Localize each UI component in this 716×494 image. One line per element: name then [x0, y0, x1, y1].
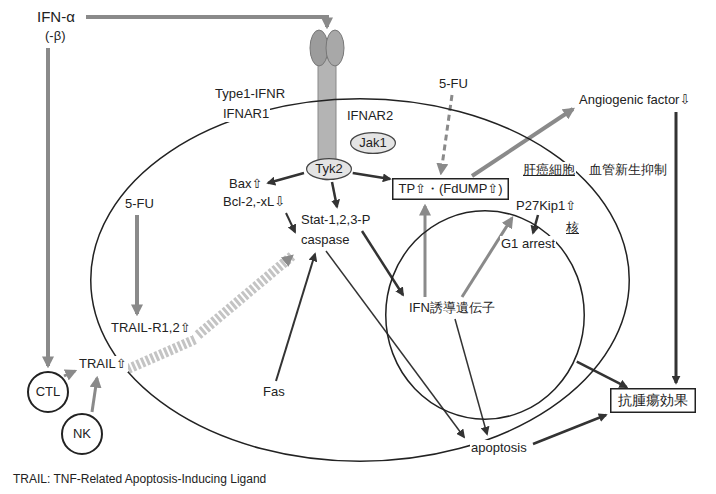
dashed-arrow: [441, 95, 452, 173]
diagram-label: Fas: [262, 384, 286, 400]
signal-arrow: [46, 48, 50, 366]
diagram-label: caspase: [300, 232, 350, 248]
diagram-label: TRAIL: TNF-Related Apoptosis-Inducing Li…: [12, 472, 267, 486]
trail-shaft: [198, 256, 292, 335]
node-label: 抗腫瘍効果: [618, 392, 688, 409]
signal-arrow: [276, 254, 315, 381]
kinase-ellipse: Tyk2: [306, 158, 352, 180]
signal-arrow: [675, 112, 678, 383]
receptor-symbol: [310, 30, 344, 180]
cell-circle: CTL: [27, 371, 69, 413]
kinase-ellipse: [307, 159, 352, 180]
signal-arrow: [135, 215, 139, 314]
diagram-label: Type1-IFNR: [214, 86, 286, 102]
diagram-label: IFNAR2: [346, 108, 394, 124]
signal-arrow: [64, 371, 75, 376]
effect-box: [611, 389, 696, 413]
diagram-label: Angiogenic factor⇩: [578, 92, 691, 108]
node-label: CTL: [36, 384, 61, 400]
diagram-label: 5-FU: [124, 196, 155, 212]
node-label: Jak1: [359, 135, 386, 151]
diagram-label: IFNAR1: [222, 106, 270, 122]
trail-shaft: [128, 339, 196, 369]
cell-outline-shape: [90, 98, 630, 462]
signal-arrow: [462, 218, 512, 297]
signal-arrow: [268, 173, 304, 183]
diagram-label: TRAIL⇧: [78, 356, 128, 372]
kinase-ellipse: Jak1: [350, 132, 396, 154]
diagram-label: Stat-1,2,3-P: [300, 212, 371, 228]
diagram-label: (-β): [44, 28, 66, 44]
node-label: Tyk2: [315, 161, 342, 177]
signal-arrow: [332, 182, 337, 207]
diagram-label: 血管新生抑制: [588, 162, 668, 178]
signal-arrow: [286, 213, 295, 232]
node-label: NK: [73, 426, 91, 442]
diagram-label: IFN-α: [36, 8, 76, 26]
signal-arrow: [455, 319, 487, 434]
cell-circle: [62, 414, 102, 454]
diagram-label: Bcl-2,-xL⇩: [222, 194, 286, 210]
process-box: TP⇧・(FdUMP⇧): [392, 178, 509, 200]
diagram-label: apoptosis: [470, 440, 528, 456]
node-label: 肝癌細胞: [522, 162, 576, 178]
cell-outline: Jak1Tyk2TP⇧・(FdUMP⇧) 核 肝癌細胞: [90, 98, 630, 462]
arrows: [48, 17, 676, 444]
diagram-label: Bax⇧: [228, 176, 263, 192]
signal-arrow: [92, 378, 97, 412]
receptor-lobe: [326, 30, 344, 66]
nucleus-outline: [386, 211, 585, 420]
diagram-label: IFN誘導遺伝子: [408, 300, 496, 316]
connector-arrow: [353, 173, 390, 179]
signal-arrow: [424, 206, 427, 297]
node-label: 核: [565, 220, 580, 236]
node-label: TP⇧・(FdUMP⇧): [398, 181, 502, 197]
signal-arrow: [86, 17, 327, 27]
diagram-label: TRAIL-R1,2⇧: [110, 320, 192, 336]
kinase-ellipse: [351, 133, 396, 154]
diagram-label: 5-FU: [438, 76, 469, 92]
connector-arrow: [577, 362, 627, 387]
effect-box: 抗腫瘍効果: [610, 388, 696, 413]
signal-arrow: [362, 231, 403, 295]
receptor-lobe: [310, 30, 328, 66]
cell-circle: NK: [61, 413, 103, 455]
cell-circle: [28, 372, 68, 412]
diagram-label: P27Kip1⇧: [515, 198, 577, 214]
signal-arrow: [533, 415, 606, 444]
process-box: [393, 179, 509, 200]
diagram-label: G1 arrest: [500, 236, 556, 252]
cell-outline: [91, 99, 630, 462]
